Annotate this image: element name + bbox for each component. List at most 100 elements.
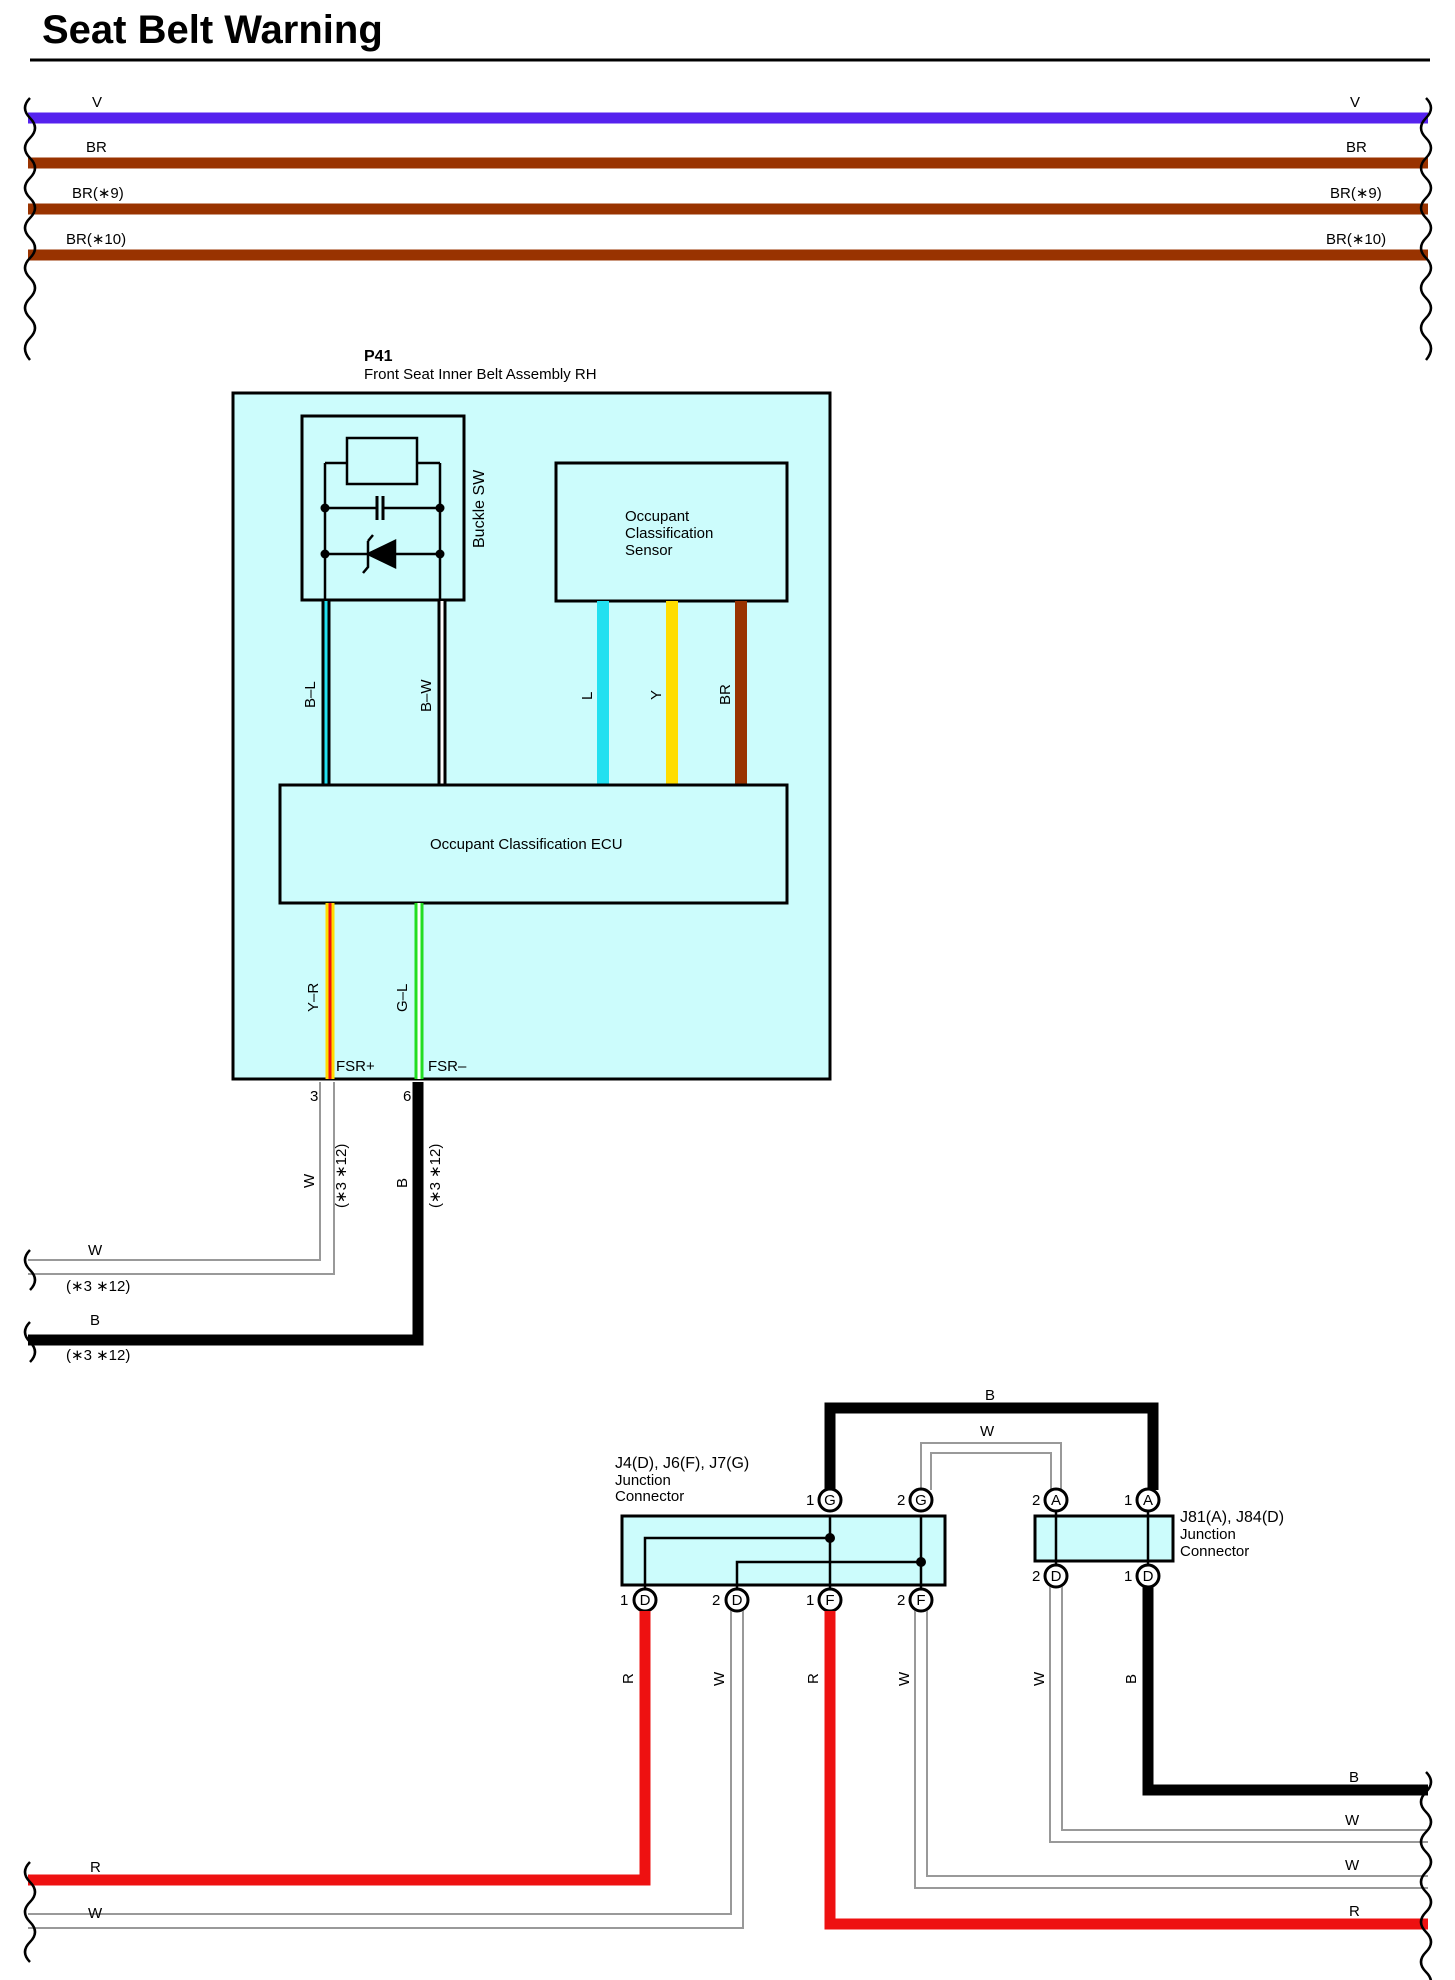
left-b-note: (∗3 ∗12) [66, 1347, 130, 1364]
pin-letter: D [1143, 1568, 1154, 1585]
pin-letter: F [825, 1592, 834, 1609]
sensor-label-1: Occupant [625, 508, 690, 525]
buckle-sw-symbol [323, 436, 442, 600]
bus-label-left-2: BR(∗9) [72, 185, 124, 202]
top-bus: V V BR BR BR(∗9) BR(∗9) BR(∗10) BR(∗10) [23, 94, 1433, 361]
ecu-label: Occupant Classification ECU [430, 836, 623, 853]
pin-j81-bottom-1: D 2 [1032, 1563, 1069, 1589]
bus-label-right-2: BR(∗9) [1330, 185, 1382, 202]
pin-fsr-plus: FSR+ [336, 1058, 375, 1075]
v-w2-label: W [896, 1671, 913, 1686]
pin-j4-top-1: G 1 [806, 1487, 843, 1513]
wire-label-bl: B–L [302, 681, 319, 708]
left-r-label: R [90, 1859, 101, 1876]
sensor-label-3: Sensor [625, 542, 673, 559]
bus-break-marks [23, 97, 1433, 361]
pin-letter: D [1051, 1568, 1062, 1585]
j81-line2: Connector [1180, 1543, 1249, 1560]
sensor-label-2: Classification [625, 525, 713, 542]
wire-label-br: BR [717, 684, 734, 705]
p41-name: Front Seat Inner Belt Assembly RH [364, 366, 597, 383]
pin-circles: G 1 G 2 D 1 D 2 F 1 F 2 A [620, 1487, 1161, 1613]
wire-label-bw: B–W [418, 679, 435, 712]
pin-number: 1 [620, 1592, 628, 1609]
pin-letter: A [1143, 1492, 1153, 1509]
v-b-label: B [1123, 1674, 1140, 1684]
left-w2-label: W [88, 1905, 103, 1922]
pin-number: 2 [1032, 1492, 1040, 1509]
bus-label-left-3: BR(∗10) [66, 231, 126, 248]
wire-label-l: L [579, 692, 596, 700]
v-w1-label: W [711, 1671, 728, 1686]
wire-label-y: Y [648, 690, 665, 700]
pin-number: 2 [897, 1492, 905, 1509]
wire-label-yr: Y–R [305, 983, 322, 1012]
pin-number: 1 [806, 1592, 814, 1609]
buckle-sw-box [300, 414, 466, 602]
bus-label-left-1: BR [86, 139, 107, 156]
left-b-label: B [90, 1312, 100, 1329]
bus-label-right-0: V [1350, 94, 1360, 111]
pin-j4-top-2: G 2 [897, 1487, 934, 1513]
pin-number: 1 [1124, 1492, 1132, 1509]
pin-j4-bottom-3: F 1 [806, 1587, 843, 1613]
right-b-label: B [1349, 1769, 1359, 1786]
left-wires [23, 1082, 424, 1363]
v-r1-label: R [620, 1673, 637, 1684]
pin-fsr-minus: FSR– [428, 1058, 467, 1075]
bus-label-right-1: BR [1346, 139, 1367, 156]
ecu-box [278, 783, 789, 905]
pin-j4-bottom-1: D 1 [620, 1587, 658, 1613]
left-w-label: W [88, 1242, 103, 1259]
pin-number: 2 [897, 1592, 905, 1609]
j4-line1: Junction [615, 1472, 671, 1489]
vert-b-label: B [394, 1178, 411, 1188]
internal-wires [321, 601, 747, 785]
j4-connector [620, 1514, 947, 1600]
vert-w-label: W [301, 1173, 318, 1188]
pin-letter: G [824, 1492, 836, 1509]
pin-6: 6 [403, 1088, 411, 1105]
page-title: Seat Belt Warning [42, 8, 383, 52]
pin-letter: G [915, 1492, 927, 1509]
right-w1-label: W [1345, 1812, 1360, 1829]
v-r2-label: R [805, 1673, 822, 1684]
pin-number: 2 [1032, 1568, 1040, 1585]
pin-number: 1 [1124, 1568, 1132, 1585]
pin-letter: D [732, 1592, 743, 1609]
pin-number: 1 [806, 1492, 814, 1509]
pin-number: 2 [712, 1592, 720, 1609]
right-r-label: R [1349, 1903, 1360, 1920]
j81-line1: Junction [1180, 1526, 1236, 1543]
j4-line2: Connector [615, 1488, 684, 1505]
pin-letter: F [916, 1592, 925, 1609]
v-w3-label: W [1031, 1671, 1048, 1686]
p41-assembly: P41 Front Seat Inner Belt Assembly RH [231, 348, 832, 1105]
j81-connector [1033, 1500, 1175, 1576]
top-b-label: B [985, 1387, 995, 1404]
j81-title: J81(A), J84(D) [1180, 1509, 1284, 1526]
pin-letter: A [1051, 1492, 1061, 1509]
pin-j4-bottom-2: D 2 [712, 1587, 750, 1613]
vert-w-note: (∗3 ∗12) [333, 1144, 350, 1208]
pin-3: 3 [310, 1088, 318, 1105]
p41-code: P41 [364, 348, 393, 365]
junction-section [824, 1402, 1159, 1490]
pin-j81-top-1: A 2 [1032, 1487, 1069, 1513]
bus-label-right-3: BR(∗10) [1326, 231, 1386, 248]
pin-letter: D [640, 1592, 651, 1609]
pin-j81-bottom-2: D 1 [1124, 1563, 1161, 1589]
buckle-sw-nodes [320, 503, 445, 559]
pin-j81-top-2: A 1 [1124, 1487, 1161, 1513]
vert-b-note: (∗3 ∗12) [427, 1144, 444, 1208]
bottom-wires [23, 1587, 1433, 1980]
buckle-sw-label: Buckle SW [471, 469, 488, 548]
wire-label-gl: G–L [394, 984, 411, 1012]
bus-label-left-0: V [92, 94, 102, 111]
j4-title: J4(D), J6(F), J7(G) [615, 1455, 749, 1472]
left-w-note: (∗3 ∗12) [66, 1278, 130, 1295]
ecu-output-wires [325, 903, 424, 1079]
right-w2-label: W [1345, 1857, 1360, 1874]
pin-j4-bottom-4: F 2 [897, 1587, 934, 1613]
